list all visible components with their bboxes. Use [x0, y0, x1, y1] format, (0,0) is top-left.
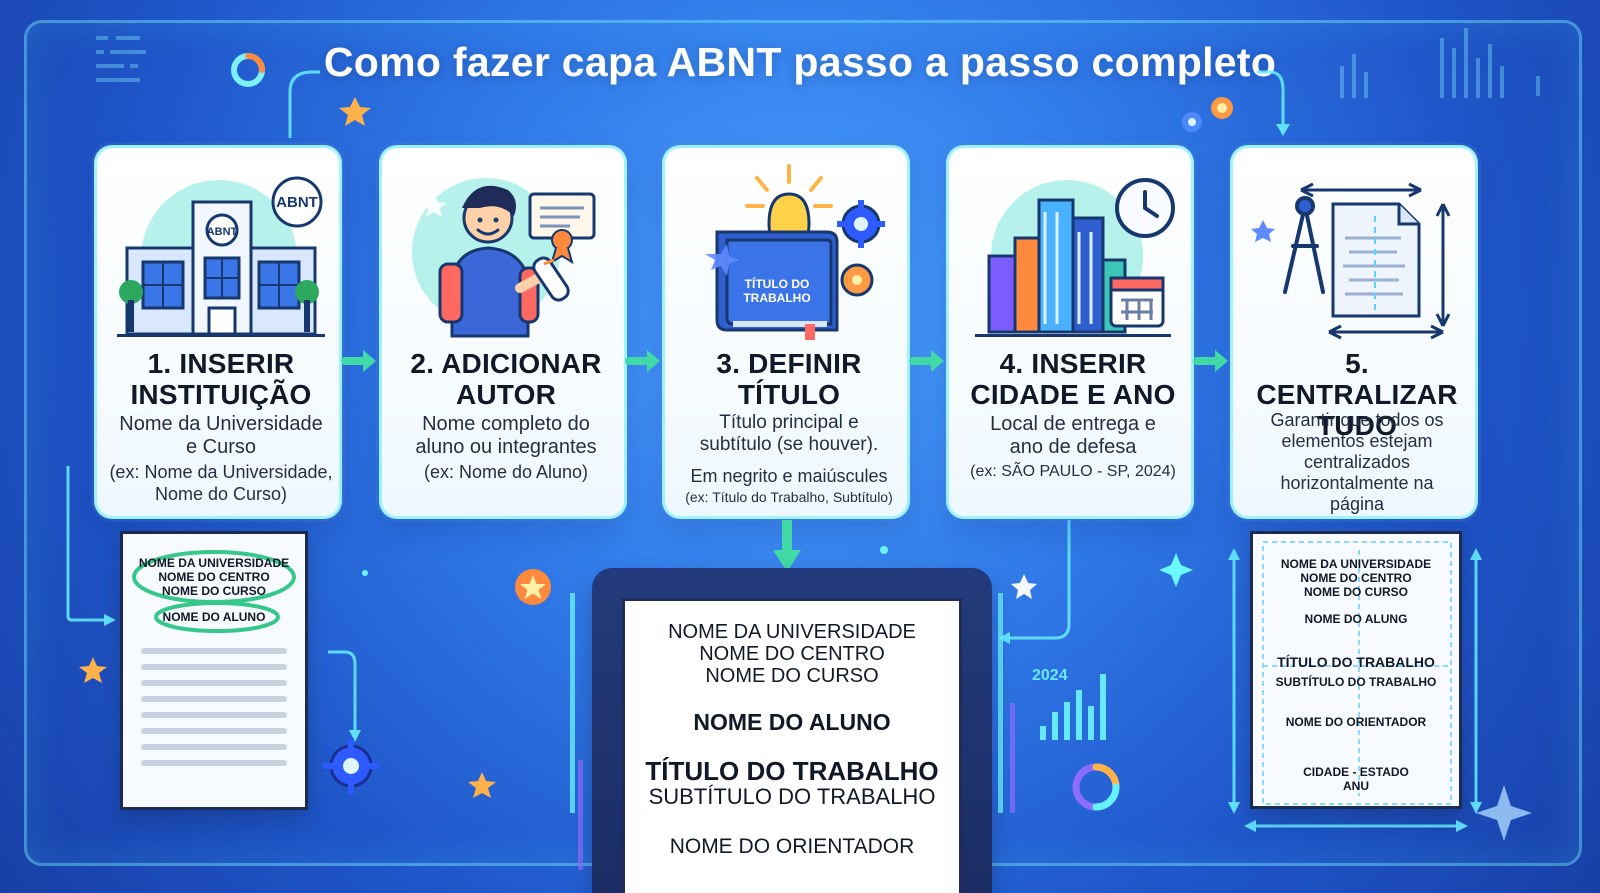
- main-preview-author: NOME DO ALUNO: [693, 709, 891, 735]
- right-preview-advisor: NOME DO ORIENTADOR: [1285, 715, 1427, 729]
- right-preview-title: TÍTULO DO TRABALHO: [1277, 654, 1435, 670]
- step-3-description: Título principal e subtítulo (se houver)…: [699, 412, 879, 455]
- step-4-description: Local de entrega e ano de defesa: [990, 413, 1156, 458]
- page-title: Como fazer capa ABNT passo a passo compl…: [323, 39, 1277, 85]
- step-card-centralize: 5. CENTRALIZAR TUDO Garantir que todos o…: [1230, 145, 1478, 519]
- step-title-3: 3. DEFINIR TÍTULO: [716, 348, 862, 410]
- left-preview-institution-line-2: NOME DO CENTRO: [158, 570, 270, 584]
- right-preview-institution-line-1: NOME DA UNIVERSIDADE: [1280, 557, 1432, 571]
- certificate-icon: [528, 192, 596, 265]
- main-preview-title: TÍTULO DO TRABALHO: [645, 756, 939, 786]
- step-4-example: (ex: SÃO PAULO - SP, 2024): [970, 463, 1176, 480]
- book-title-line-1: TÍTULO DO: [745, 276, 810, 291]
- left-preview-institution-line-1: NOME DA UNIVERSIDADE: [138, 556, 290, 570]
- abnt-badge-text: ABNT: [276, 194, 318, 211]
- book-icon: TÍTULO DO TRABALHO: [715, 230, 839, 340]
- left-cover-preview: NOME DA UNIVERSIDADE NOME DO CENTRO NOME…: [120, 531, 308, 810]
- calendar-icon: [1109, 276, 1165, 328]
- arrow-step-3-to-4: [909, 350, 944, 372]
- step-card-city-year: 4. INSERIR CIDADE E ANO Local de entrega…: [946, 145, 1194, 519]
- left-preview-institution-line-3: NOME DO CURSO: [161, 584, 266, 598]
- author-highlight: [154, 601, 280, 633]
- step-3-example: (ex: Título do Trabalho, Subtítulo): [685, 489, 893, 505]
- arrow-step-1-to-2: [341, 350, 376, 372]
- main-preview-subtitle: SUBTÍTULO DO TRABALHO: [648, 784, 936, 809]
- step-title-1: 1. INSERIR INSTITUIÇÃO: [130, 348, 312, 410]
- step-card-author: 2. ADICIONAR AUTOR Nome completo do alun…: [379, 145, 627, 519]
- centralize-illustration: [1251, 182, 1451, 340]
- gear-icon: [837, 200, 885, 297]
- step-1-example: (ex: Nome da Universidade, Nome do Curso…: [109, 462, 333, 504]
- right-preview-institution-line-3: NOME DO CURSO: [1303, 585, 1408, 599]
- right-preview-year: ANU: [1343, 779, 1369, 793]
- right-preview-guides: [1262, 541, 1452, 805]
- book-title-line-2: TRABALHO: [743, 291, 810, 305]
- left-preview-author: NOME DO ALUNO: [162, 610, 266, 624]
- student-icon: [438, 185, 555, 338]
- institution-illustration: ABNT ABNT: [117, 176, 325, 337]
- title-illustration: TÍTULO DO TRABALHO: [705, 164, 885, 340]
- step-1-description: Nome da Universidade e Curso: [119, 413, 323, 458]
- arrow-step-4-to-5: [1193, 350, 1228, 372]
- main-cover-preview: NOME DA UNIVERSIDADE NOME DO CENTRO NOME…: [622, 598, 962, 893]
- main-preview-advisor: NOME DO ORIENTADOR: [669, 835, 915, 858]
- step-5-description: Garantir que todos os elementos estejam …: [1270, 410, 1444, 514]
- step-2-example: (ex: Nome do Aluno): [423, 462, 589, 482]
- measure-icon: [1300, 182, 1451, 340]
- step-card-title: TÍTULO DO TRABALHO 3. DEFINIR TÍTULO Tít…: [662, 145, 910, 519]
- right-cover-preview: NOME DA UNIVERSIDADE NOME DO CENTRO NOME…: [1250, 531, 1462, 809]
- step-card-institution: ABNT ABNT 1. INSERIR INSTITUIÇÃO Nome da…: [94, 145, 342, 519]
- step-2-description: Nome completo do aluno ou integrantes: [415, 413, 597, 458]
- clock-icon: [1115, 178, 1175, 238]
- right-preview-subtitle: SUBTÍTULO DO TRABALHO: [1275, 675, 1437, 689]
- step-3-extra: Em negrito e maiúscules: [690, 466, 888, 486]
- step-title-5: 5. CENTRALIZAR TUDO: [1256, 348, 1458, 441]
- step-title-2: 2. ADICIONAR AUTOR: [410, 348, 602, 410]
- right-preview-institution-line-2: NOME DO CENTRO: [1300, 571, 1412, 585]
- right-preview-author: NOME DO ALUNG: [1304, 612, 1408, 626]
- author-illustration: [412, 178, 596, 338]
- arrow-step-2-to-3: [625, 350, 660, 372]
- compass-icon: [1283, 196, 1325, 294]
- main-preview-institution-line-3: NOME DO CURSO: [705, 665, 879, 687]
- right-preview-city-state: CIDADE - ESTADO: [1303, 765, 1409, 779]
- step-title-4: 4. INSERIR CIDADE E ANO: [970, 348, 1176, 410]
- building-icon: ABNT: [125, 200, 317, 336]
- city-year-illustration: [975, 178, 1175, 337]
- page-icon: [1331, 202, 1421, 318]
- main-preview-institution-line-1: NOME DA UNIVERSIDADE: [668, 621, 916, 643]
- building-sign-text: ABNT: [207, 226, 238, 238]
- main-preview-institution-line-2: NOME DO CENTRO: [699, 643, 885, 665]
